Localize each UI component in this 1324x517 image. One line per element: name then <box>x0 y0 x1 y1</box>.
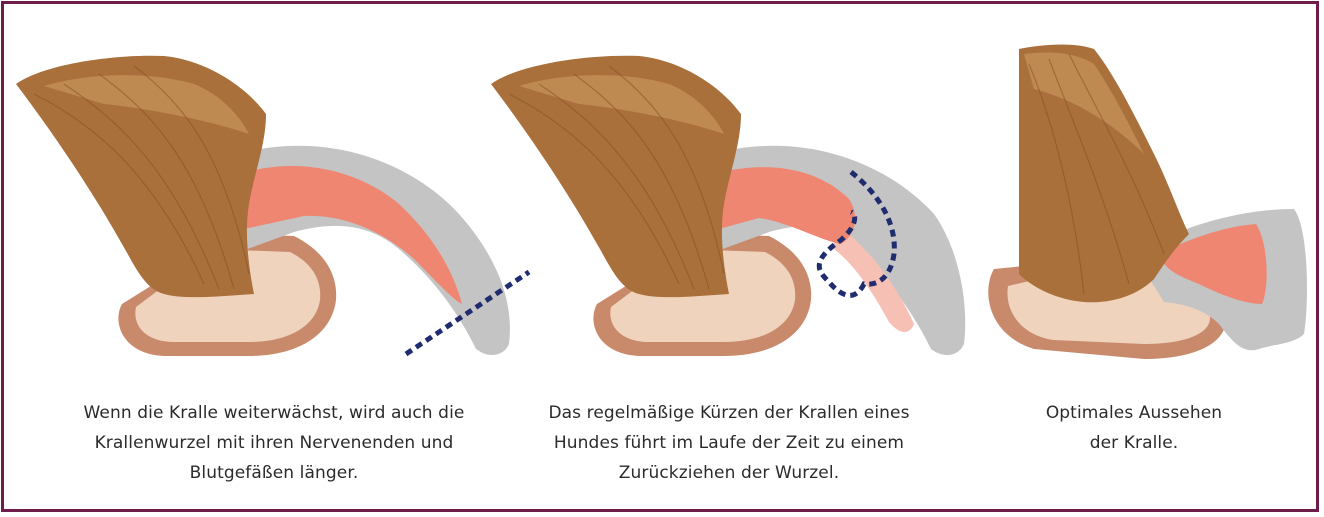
caption-overgrown: Wenn die Kralle weiterwächst, wird auch … <box>44 398 504 488</box>
trimmed-claw-illustration <box>479 4 979 394</box>
panel-optimal: Optimales Aussehen der Kralle. <box>964 4 1319 509</box>
optimal-claw-illustration <box>964 4 1319 394</box>
caption-line: Zurückziehen der Wurzel. <box>469 458 989 488</box>
caption-line: Blutgefäßen länger. <box>44 458 504 488</box>
caption-optimal: Optimales Aussehen der Kralle. <box>1004 398 1264 458</box>
caption-line: Wenn die Kralle weiterwächst, wird auch … <box>44 398 504 428</box>
overgrown-claw-illustration <box>4 4 544 394</box>
caption-line: der Kralle. <box>1004 428 1264 458</box>
panel-overgrown: Wenn die Kralle weiterwächst, wird auch … <box>4 4 544 509</box>
caption-line: Optimales Aussehen <box>1004 398 1264 428</box>
caption-line: Krallenwurzel mit ihren Nervenenden und <box>44 428 504 458</box>
caption-line: Hundes führt im Laufe der Zeit zu einem <box>469 428 989 458</box>
caption-trimmed: Das regelmäßige Kürzen der Krallen eines… <box>469 398 989 488</box>
panel-trimmed: Das regelmäßige Kürzen der Krallen eines… <box>479 4 979 509</box>
caption-line: Das regelmäßige Kürzen der Krallen eines <box>469 398 989 428</box>
